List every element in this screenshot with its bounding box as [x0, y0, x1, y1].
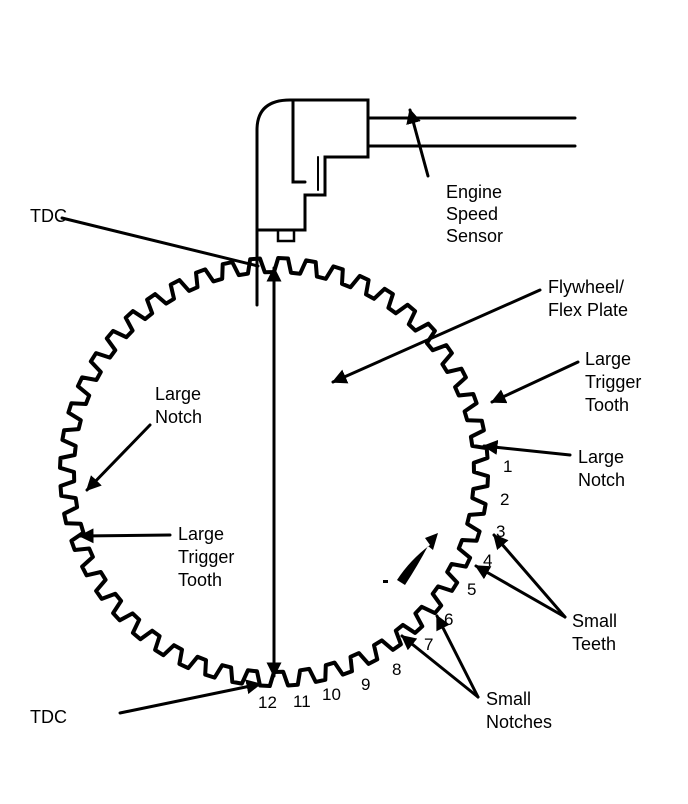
svg-text:Large: Large — [585, 349, 631, 369]
tooth-number-8: 8 — [392, 660, 401, 679]
svg-text:Teeth: Teeth — [572, 634, 616, 654]
label-engine-speed-sensor: Engine Speed Sensor — [446, 182, 503, 246]
label-large-trigger-tooth-left: Large Trigger Tooth — [178, 524, 234, 590]
svg-text:Large: Large — [155, 384, 201, 404]
label-large-trigger-tooth-right: Large Trigger Tooth — [585, 349, 641, 415]
tooth-number-10: 10 — [322, 685, 341, 704]
tooth-number-6: 6 — [444, 610, 453, 629]
tooth-number-5: 5 — [467, 580, 476, 599]
svg-text:Large: Large — [578, 447, 624, 467]
leader-large-trigger-right — [490, 360, 580, 404]
label-flywheel: Flywheel/ Flex Plate — [548, 277, 628, 320]
svg-text:Notches: Notches — [486, 712, 552, 732]
leader-sensor — [406, 108, 430, 178]
label-small-teeth: Small Teeth — [572, 611, 617, 654]
label-tdc-bottom: TDC — [30, 707, 67, 727]
svg-text:Speed: Speed — [446, 204, 498, 224]
tooth-number-11: 11 — [293, 692, 311, 711]
leader-small-teeth-a — [492, 533, 567, 619]
svg-text:Flywheel/: Flywheel/ — [548, 277, 624, 297]
label-small-notches: Small Notches — [486, 689, 552, 732]
leader-tdc-top — [60, 216, 260, 268]
svg-text:Trigger: Trigger — [585, 372, 641, 392]
rotation-mark — [383, 580, 388, 583]
svg-text:Tooth: Tooth — [585, 395, 629, 415]
leader-small-teeth-b — [474, 564, 567, 619]
rotation-arrow-icon — [397, 533, 438, 585]
svg-text:Sensor: Sensor — [446, 226, 503, 246]
tooth-number-12: 12 — [258, 693, 277, 712]
label-large-notch-right: Large Notch — [578, 447, 625, 490]
svg-text:Engine: Engine — [446, 182, 502, 202]
tooth-number-9: 9 — [361, 675, 370, 694]
leader-large-trigger-left — [78, 528, 172, 544]
leader-small-notches-a — [435, 614, 480, 699]
svg-text:Tooth: Tooth — [178, 570, 222, 590]
leader-small-notches-b — [400, 634, 480, 699]
svg-text:Small: Small — [572, 611, 617, 631]
tooth-number-1: 1 — [503, 457, 512, 476]
svg-text:Notch: Notch — [155, 407, 202, 427]
leader-flywheel — [331, 288, 542, 384]
label-large-notch-left: Large Notch — [155, 384, 202, 427]
svg-text:Trigger: Trigger — [178, 547, 234, 567]
svg-text:Flex Plate: Flex Plate — [548, 300, 628, 320]
engine-speed-sensor — [255, 98, 577, 307]
leader-large-notch-right — [482, 439, 572, 457]
svg-text:Small: Small — [486, 689, 531, 709]
label-tdc-top: TDC — [30, 206, 67, 226]
tooth-number-3: 3 — [496, 522, 505, 541]
tooth-number-2: 2 — [500, 490, 509, 509]
tooth-number-7: 7 — [424, 635, 433, 654]
svg-text:Notch: Notch — [578, 470, 625, 490]
svg-text:Large: Large — [178, 524, 224, 544]
leader-large-notch-left — [85, 423, 152, 492]
sensor-tip — [276, 228, 296, 243]
tooth-numbers: 1 2 3 4 5 6 7 8 9 10 11 12 — [258, 457, 512, 712]
leader-tdc-bottom — [118, 679, 262, 715]
tooth-number-4: 4 — [483, 551, 492, 570]
